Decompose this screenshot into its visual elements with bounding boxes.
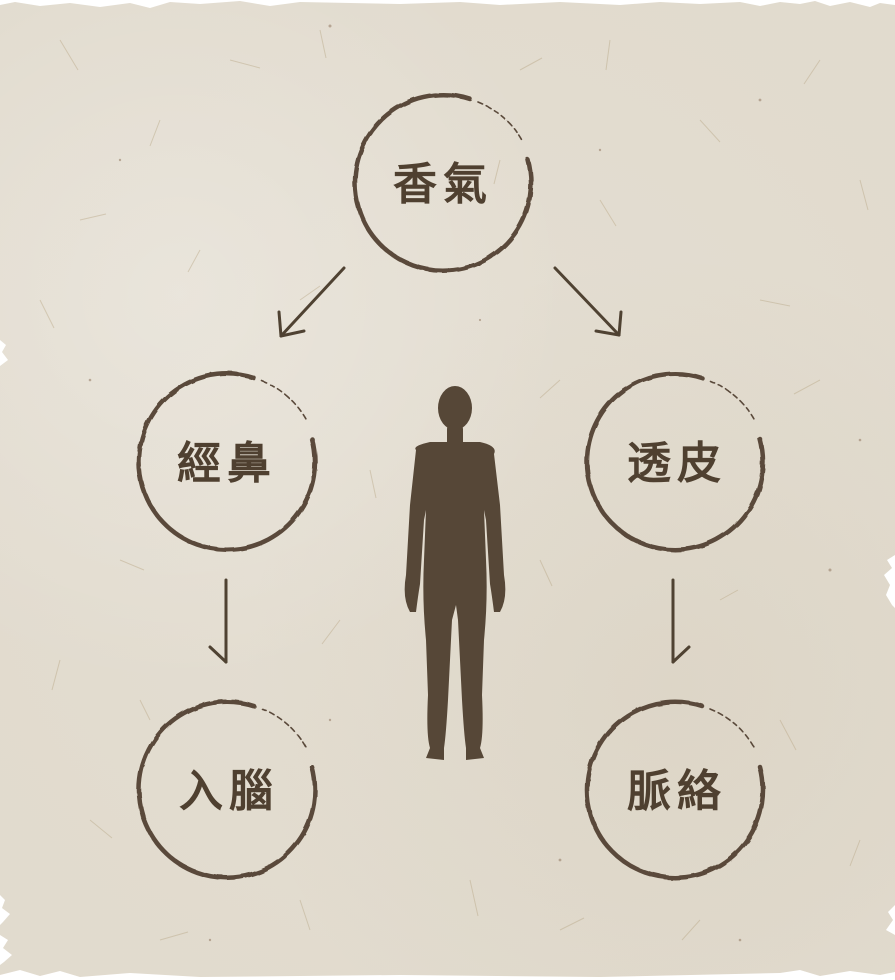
arrow-nose-to-brain <box>208 578 228 664</box>
circle-ring-brain <box>136 699 318 880</box>
arrow-source-to-skin <box>553 266 623 337</box>
node-label-nose: 經鼻 <box>177 438 277 489</box>
arrow-skin-to-meridian <box>671 578 691 664</box>
human-silhouette-icon <box>404 386 506 760</box>
circle-ring-meridian <box>584 699 766 880</box>
node-label-meridian: 脈絡 <box>627 766 727 817</box>
circle-ring-nose <box>136 371 318 552</box>
node-label-brain: 入腦 <box>179 766 279 817</box>
circle-ring-source <box>352 92 534 273</box>
node-label-source: 香氣 <box>393 159 493 210</box>
circle-ring-skin <box>584 371 766 552</box>
node-label-skin: 透皮 <box>627 438 727 489</box>
arrow-source-to-nose <box>277 266 346 338</box>
